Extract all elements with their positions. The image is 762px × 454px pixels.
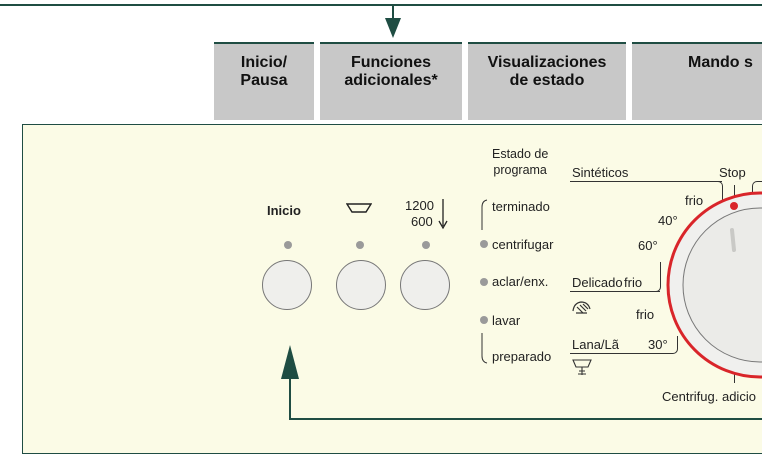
spin-extra-tick <box>734 367 735 383</box>
temp-frio-delicado: frio <box>624 275 643 290</box>
status-title: Estado de programa <box>492 147 549 177</box>
tab-funciones-adicionales: Funciones adicionales* <box>320 42 462 120</box>
sinteticos-underline <box>570 181 722 182</box>
additional-function-button[interactable] <box>336 260 386 310</box>
stop-tick <box>734 185 735 201</box>
stop-label: Stop <box>719 165 746 180</box>
group-delicado-label: Delicado <box>572 275 623 290</box>
centrifug-adicional-label: Centrifug. adicio <box>662 389 756 404</box>
program-selector-dial[interactable] <box>640 190 762 380</box>
delicado-underline <box>570 291 660 292</box>
temp-frio-hand: frio <box>636 307 655 322</box>
status-led-centrifugar <box>480 240 488 248</box>
sinteticos-bracket-end <box>707 181 723 212</box>
tub-icon <box>346 203 372 213</box>
spin-reduce-arrow-icon <box>438 199 448 230</box>
group-sinteticos-label: Sintéticos <box>572 165 629 180</box>
control-panel <box>22 124 762 454</box>
tab-visualizaciones-estado: Visualizaciones de estado <box>468 42 626 120</box>
top-arrow-stem <box>392 6 394 20</box>
status-bracket <box>481 199 488 364</box>
temp-40: 40° <box>658 213 678 228</box>
status-led-aclarar <box>480 278 488 286</box>
temp-frio-sinteticos: frio <box>685 193 704 208</box>
spin-led <box>422 241 430 249</box>
wool-wash-icon <box>572 359 592 375</box>
start-led <box>284 241 292 249</box>
group-lana-label: Lana/Lã <box>572 337 619 352</box>
status-preparado: preparado <box>492 349 552 364</box>
lana-underline <box>570 353 672 354</box>
lana-bracket-end <box>665 336 678 354</box>
hand-wash-icon <box>572 301 591 314</box>
status-centrifugar: centrifugar <box>492 237 554 252</box>
status-terminado: terminado <box>492 199 550 214</box>
tab-inicio-pausa: Inicio/ Pausa <box>214 42 314 120</box>
bottom-leader-line <box>289 377 762 420</box>
spin-speed-600: 600 <box>411 214 433 229</box>
bottom-arrow-head <box>281 345 299 379</box>
top-border-line <box>0 4 762 6</box>
delicado-bracket-end <box>645 262 661 292</box>
tab-mando: Mando s <box>632 42 762 120</box>
top-arrow-head <box>385 18 401 38</box>
status-lavar: lavar <box>492 313 521 328</box>
function-led <box>356 241 364 249</box>
temp-60: 60° <box>638 238 658 253</box>
start-pause-button[interactable] <box>262 260 312 310</box>
temp-30: 30° <box>648 337 668 352</box>
spin-speed-button[interactable] <box>400 260 450 310</box>
status-led-lavar <box>480 316 488 324</box>
start-button-label: Inicio <box>267 203 301 218</box>
spin-speed-1200: 1200 <box>405 198 434 213</box>
status-aclarar: aclar/enx. <box>492 274 549 289</box>
